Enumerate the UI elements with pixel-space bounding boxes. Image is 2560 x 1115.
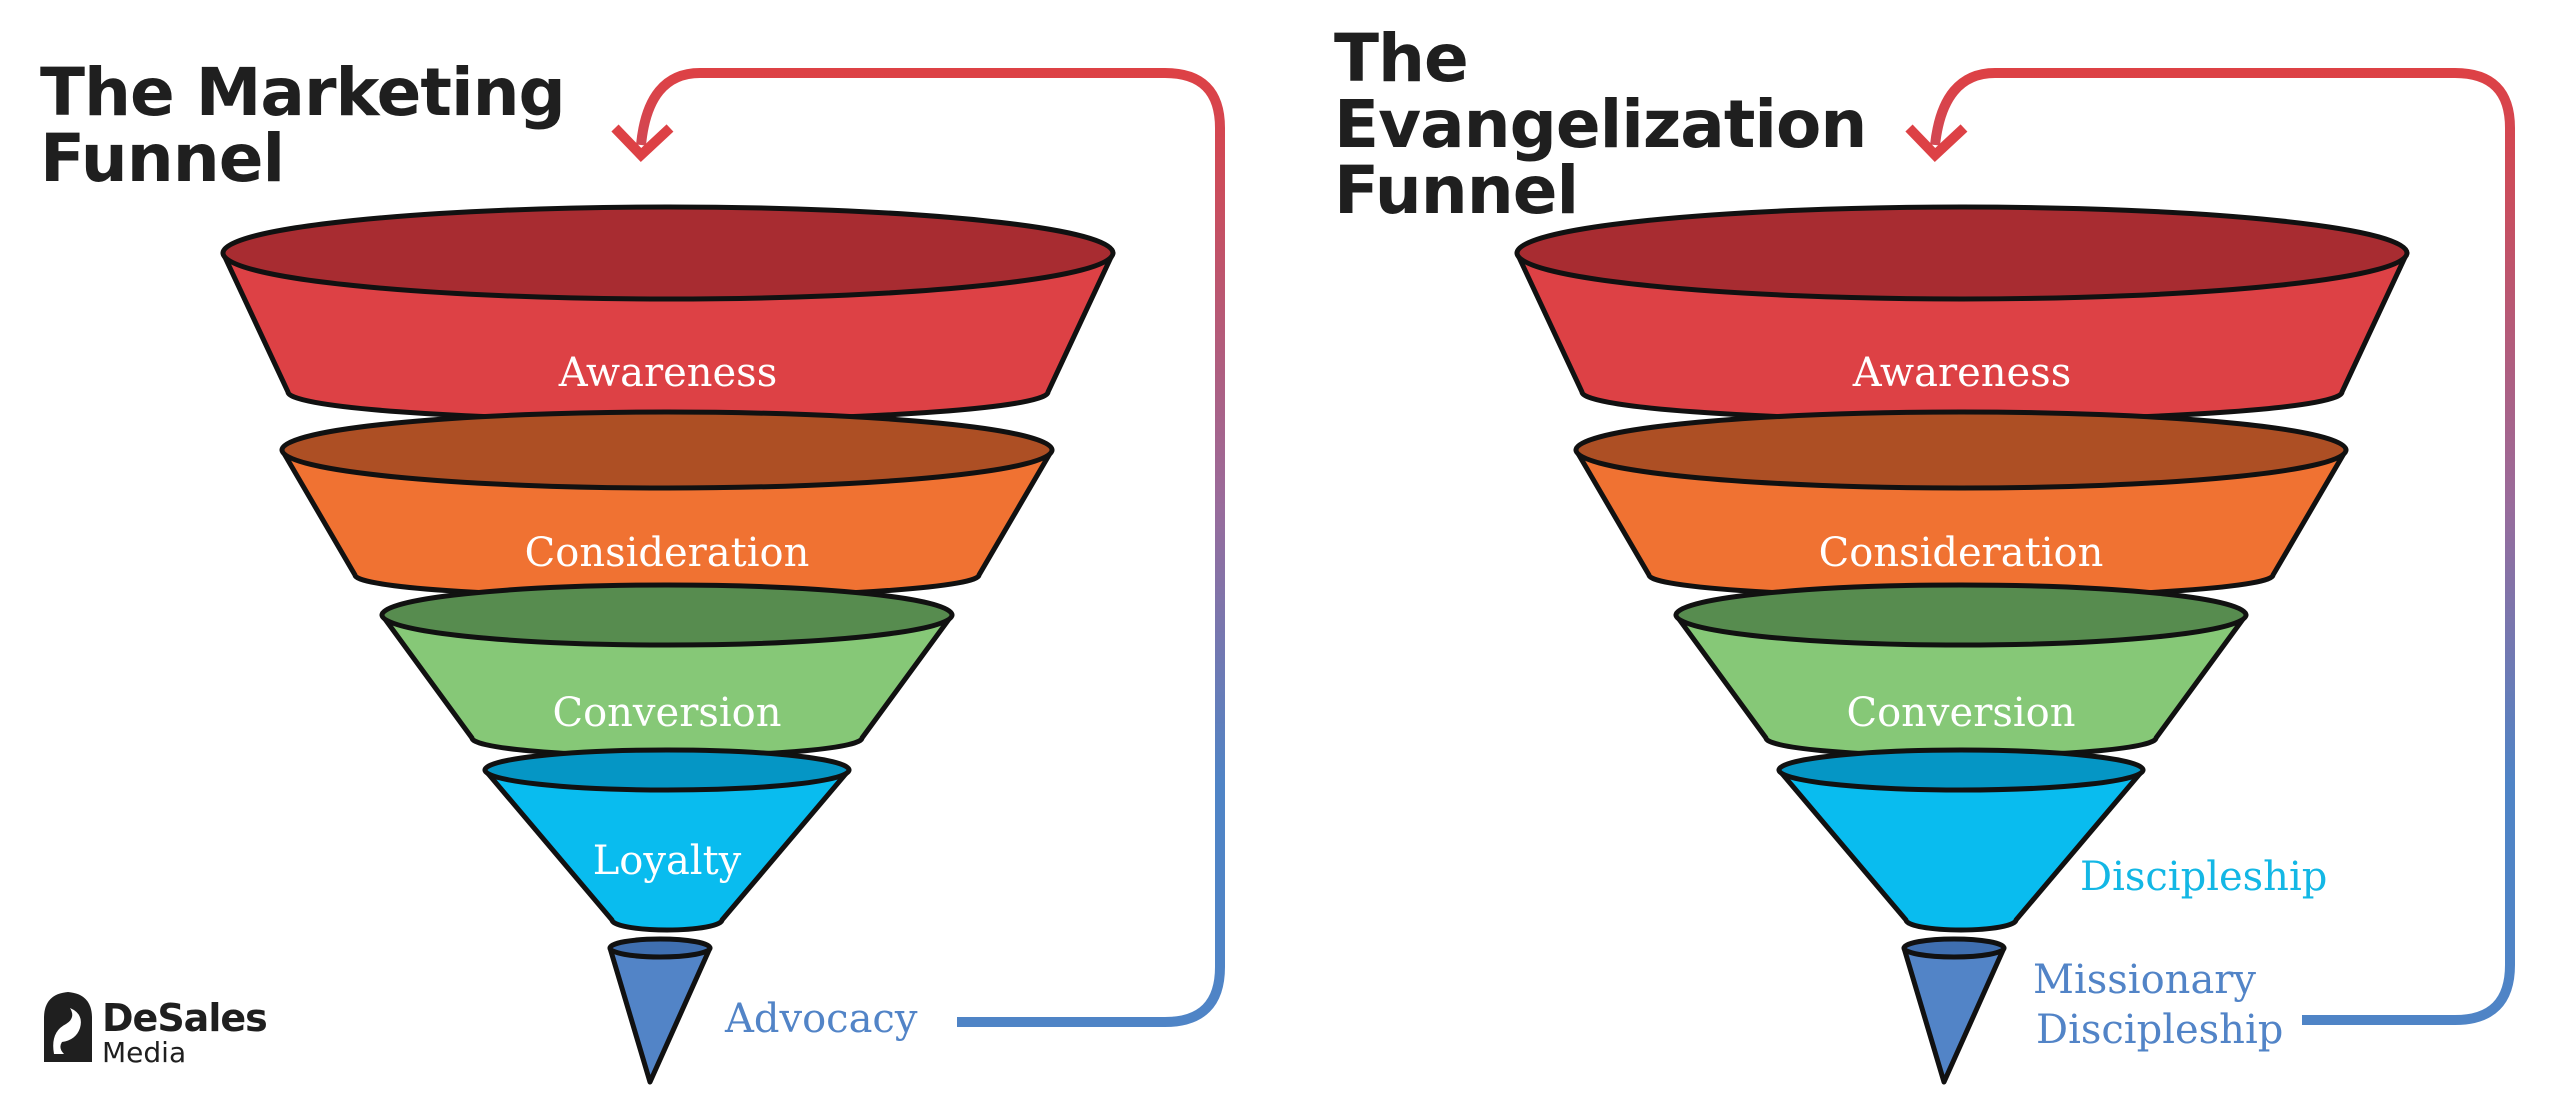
marketing-stage-loyalty: Loyalty xyxy=(482,747,852,933)
marketing-stage-consideration: Consideration xyxy=(279,409,1055,600)
logo-sub-text: Media xyxy=(102,1036,187,1069)
advocacy-label: Advocacy xyxy=(724,996,918,1042)
evangelization-stage-conversion: Conversion xyxy=(1673,582,2249,759)
marketing-feedback-arrow xyxy=(611,68,1225,1027)
stage-label-loyalty: Loyalty xyxy=(593,838,742,884)
title-line: The Marketing xyxy=(40,54,566,131)
stage-top-rim xyxy=(482,747,852,793)
logo-brand-text: DeSales xyxy=(102,996,268,1040)
evangelization-stage-awareness: Awareness xyxy=(1514,204,2410,423)
logo-icon xyxy=(44,992,92,1062)
missionary-discipleship-label-line2: Discipleship xyxy=(2036,1007,2283,1053)
stage-label-consideration: Consideration xyxy=(525,530,810,576)
stage-body xyxy=(482,767,852,933)
evangelization-stage-bottom-cone xyxy=(1901,936,2007,1085)
stage-label-awareness: Awareness xyxy=(558,350,777,396)
stage-top-rim xyxy=(1776,747,2146,793)
stage-top-rim xyxy=(1573,409,2349,491)
stage-top-rim xyxy=(1514,204,2410,302)
evangelization-stage-consideration: Consideration xyxy=(1573,409,2349,600)
stage-label-awareness: Awareness xyxy=(1852,350,2071,396)
stage-label-conversion: Conversion xyxy=(1846,690,2075,736)
stage-label-consideration: Consideration xyxy=(1819,530,2104,576)
cone-body xyxy=(1901,945,2007,1085)
title-line: Evangelization xyxy=(1334,86,1867,163)
stage-label-conversion: Conversion xyxy=(552,690,781,736)
stage-top-rim xyxy=(279,409,1055,491)
cone-top-rim xyxy=(607,936,713,960)
marketing-stage-bottom-cone xyxy=(607,936,713,1085)
marketing-stage-conversion: Conversion xyxy=(379,582,955,759)
evangelization-funnel-title: The Evangelization Funnel xyxy=(1334,20,1867,229)
marketing-funnel-title: The Marketing Funnel xyxy=(40,54,566,197)
title-line: The xyxy=(1334,20,1469,97)
cone-body xyxy=(607,945,713,1085)
stage-top-rim xyxy=(379,582,955,648)
title-line: Funnel xyxy=(1334,152,1579,229)
stage-top-rim xyxy=(220,204,1116,302)
discipleship-label: Discipleship xyxy=(2080,854,2327,900)
desales-media-logo: DeSales Media xyxy=(40,988,280,1069)
evangelization-feedback-arrow xyxy=(1905,68,2515,1025)
cone-top-rim xyxy=(1901,936,2007,960)
marketing-stage-awareness: Awareness xyxy=(220,204,1116,423)
missionary-discipleship-label-line1: Missionary xyxy=(2033,957,2256,1003)
stage-top-rim xyxy=(1673,582,2249,648)
title-line: Funnel xyxy=(40,120,285,197)
stage-body xyxy=(1776,767,2146,933)
evangelization-stage-loyalty xyxy=(1776,747,2146,933)
